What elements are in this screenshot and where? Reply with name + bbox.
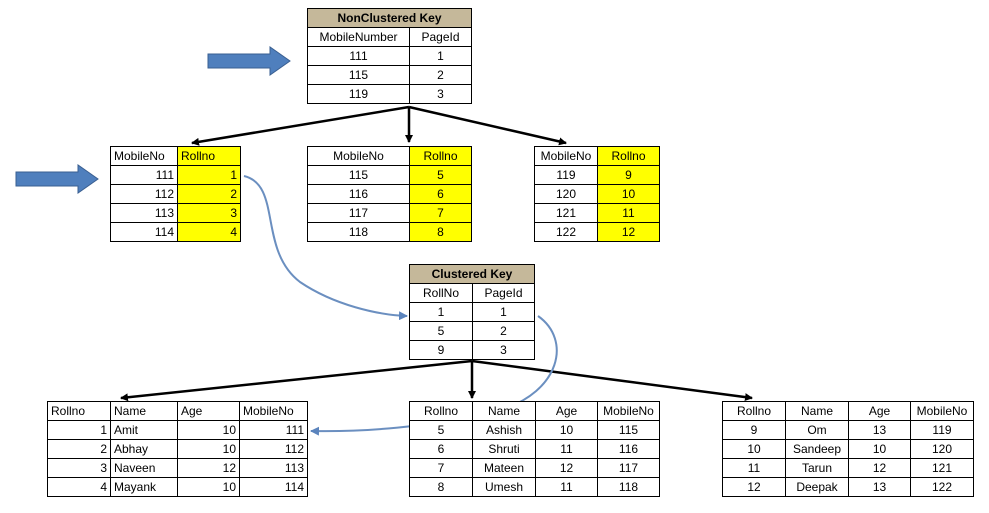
column-header: Age xyxy=(535,401,598,421)
column-header: Rollno xyxy=(177,146,241,166)
column-header: Rollno xyxy=(722,401,786,421)
column-header: Name xyxy=(472,401,536,421)
tree-branch-line xyxy=(120,359,473,402)
column-header: RollNo xyxy=(409,283,473,303)
column-header: Rollno xyxy=(597,146,660,166)
column-header: MobileNo xyxy=(110,146,178,166)
column-header: PageId xyxy=(472,283,535,303)
column-header: MobileNo xyxy=(910,401,974,421)
column-header: Name xyxy=(785,401,849,421)
column-header: PageId xyxy=(409,27,472,47)
lookup-curve-arrow xyxy=(243,175,408,321)
tree-branch-line xyxy=(408,105,567,146)
column-header: MobileNo xyxy=(597,401,660,421)
column-header: Rollno xyxy=(409,401,473,421)
entry-arrow-icon xyxy=(207,46,291,76)
tree-branch-line xyxy=(191,105,410,146)
clustered-key-title: Clustered Key xyxy=(409,264,535,284)
column-header: MobileNumber xyxy=(307,27,410,47)
column-header: Name xyxy=(110,401,178,421)
column-header: Rollno xyxy=(47,401,111,421)
nonclustered-key-title: NonClustered Key xyxy=(307,8,472,28)
column-header: Age xyxy=(848,401,911,421)
column-header: Rollno xyxy=(409,146,472,166)
tree-branch-line xyxy=(471,359,753,402)
column-header: Age xyxy=(177,401,240,421)
column-header: MobileNo xyxy=(239,401,308,421)
column-header: MobileNo xyxy=(534,146,598,166)
nonclustered-key-table: NonClustered Key MobileNumber PageId 111… xyxy=(307,8,472,104)
column-header: MobileNo xyxy=(307,146,410,166)
entry-arrow-icon xyxy=(15,164,99,194)
